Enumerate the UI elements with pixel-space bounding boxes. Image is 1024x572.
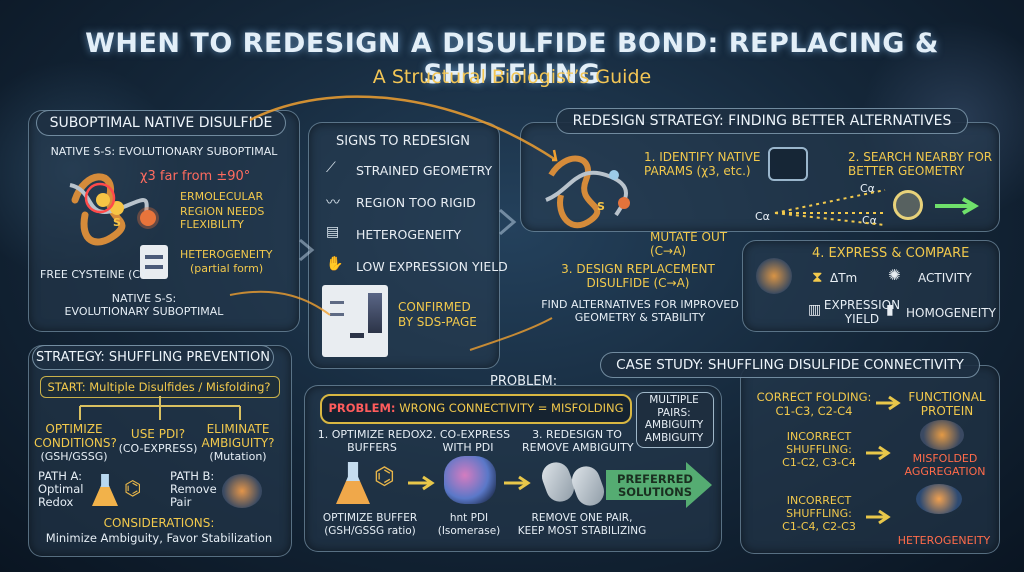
option-optimize-sub: (GSH/GSSG) bbox=[40, 450, 108, 463]
start-label: START: Multiple Disulfides / Misfolding? bbox=[47, 380, 271, 394]
problem-bottom-3: REMOVE ONE PAIR, KEEP MOST STABILIZING bbox=[517, 512, 647, 537]
protein-structure-icon bbox=[69, 173, 149, 246]
incorrect-shuffling-1: INCORRECT SHUFFLING: C1-C2, C3-C4 bbox=[782, 430, 856, 469]
yield-icon: ▥ bbox=[808, 302, 822, 318]
considerations-label: CONSIDERATIONS: bbox=[103, 516, 215, 530]
express-title: 4. EXPRESS & COMPARE bbox=[812, 246, 970, 261]
region-flex-label: REGION NEEDS FLEXIBILITY bbox=[180, 205, 265, 231]
sign-strained-geometry: STRAINED GEOMETRY bbox=[356, 163, 493, 178]
option-optimize: OPTIMIZE CONDITIONS? bbox=[34, 422, 117, 450]
native-disulfide-panel bbox=[28, 110, 300, 332]
rigid-region-icon: 〰 bbox=[326, 195, 340, 211]
preferred-arrow bbox=[606, 462, 712, 508]
protein-compare-icon bbox=[756, 258, 792, 294]
problem-step3: 3. REDESIGN TO REMOVE AMBIGUITY bbox=[522, 428, 634, 454]
hourglass-icon: ⧗ bbox=[812, 268, 823, 286]
mutate-out-label: MUTATE OUT (C→A) bbox=[650, 230, 728, 258]
native-panel-title: SUBOPTIMAL NATIVE DISULFIDE bbox=[36, 110, 286, 136]
ca-label-2: Cα bbox=[860, 182, 875, 195]
ca-label: Cα bbox=[755, 210, 770, 223]
sign-low-yield: LOW EXPRESSION YIELD bbox=[356, 259, 508, 274]
arrow-correct-icon bbox=[876, 395, 901, 411]
sds-page-gel bbox=[322, 285, 388, 357]
heterogeneity-result-label: HETEROGENEITY bbox=[897, 534, 991, 547]
option-eliminate: ELIMINATE AMBIGUITY? bbox=[201, 422, 275, 450]
page-subtitle: A Structural Biologist’s Guide bbox=[372, 66, 652, 88]
green-arrow-icon bbox=[935, 197, 979, 215]
step2-search: 2. SEARCH NEARBY FOR BETTER GEOMETRY bbox=[848, 150, 993, 178]
strategy-footer: FIND ALTERNATIVES FOR IMPROVED GEOMETRY … bbox=[541, 298, 739, 324]
confirmed-sds-label: CONFIRMED BY SDS-PAGE bbox=[398, 300, 477, 329]
chi3-label: χ3 far from ±90° bbox=[140, 169, 251, 184]
flexibility-icon bbox=[140, 210, 156, 226]
partial-form-label: (partial form) bbox=[190, 262, 264, 275]
path-a-label: PATH A: Optimal Redox bbox=[38, 469, 84, 509]
arrow-2-icon bbox=[504, 475, 531, 491]
problem-banner-text: PROBLEM: WRONG CONNECTIVITY = MISFOLDING bbox=[320, 401, 632, 415]
misfolded-protein-icon bbox=[920, 420, 964, 450]
molecule-icon: ⌬ bbox=[124, 476, 142, 500]
homogeneity-icon: ▮ bbox=[886, 302, 894, 318]
step1-identify: 1. IDENTIFY NATIVE PARAMS (χ3, etc.) bbox=[644, 150, 761, 178]
buffer-molecule-icon: ⌬ bbox=[374, 462, 395, 490]
homogeneity-label: HOMOGENEITY bbox=[906, 306, 996, 320]
problem-bottom-1: OPTIMIZE BUFFER (GSH/GSSG ratio) bbox=[322, 512, 418, 537]
search-zoom-icon bbox=[768, 147, 808, 181]
step3-design: 3. DESIGN REPLACEMENT DISULFIDE (C→A) bbox=[561, 262, 715, 290]
case-study-title: CASE STUDY: SHUFFLING DISULFIDE CONNECTI… bbox=[600, 352, 980, 378]
option-pdi-sub: (CO-EXPRESS) bbox=[118, 442, 198, 455]
heterogeneous-protein-icon bbox=[916, 484, 962, 514]
problem-bottom-2: hnt PDI (Isomerase) bbox=[437, 512, 501, 537]
native-subtitle: NATIVE S-S: EVOLUTIONARY SUBOPTIMAL bbox=[50, 145, 278, 158]
incorrect-shuffling-2: INCORRECT SHUFFLING: C1-C4, C2-C3 bbox=[782, 494, 856, 533]
path-b-label: PATH B: Remove Pair bbox=[170, 469, 217, 509]
native-footer: NATIVE S-S: EVOLUTIONARY SUBOPTIMAL bbox=[64, 292, 224, 318]
problem-banner bbox=[320, 394, 632, 424]
heterogeneity-icon: ▤ bbox=[326, 224, 340, 240]
considerations-sub: Minimize Ambiguity, Favor Stabilization bbox=[45, 531, 273, 545]
s-label: S bbox=[113, 216, 121, 229]
multiple-pairs-box bbox=[636, 392, 714, 448]
problem-header: PROBLEM: bbox=[490, 374, 558, 389]
activity-icon: ✺ bbox=[888, 266, 901, 284]
option-pdi: USE PDI? bbox=[130, 427, 186, 441]
sign-heterogeneity: HETEROGENEITY bbox=[356, 227, 462, 242]
problem-banner-desc: WRONG CONNECTIVITY = MISFOLDING bbox=[395, 401, 624, 415]
arrow-1-icon bbox=[408, 475, 435, 491]
activity-label: ACTIVITY bbox=[918, 271, 972, 285]
correct-folding-label: CORRECT FOLDING: C1-C3, C2-C4 bbox=[756, 390, 872, 418]
case-study-panel bbox=[740, 365, 1000, 554]
heterogeneity-label: HETEROGENEITY bbox=[180, 248, 273, 261]
protein-redesign-icon bbox=[545, 155, 630, 229]
s-label-strategy: S bbox=[597, 200, 605, 213]
signs-title: SIGNS TO REDESIGN bbox=[336, 134, 470, 149]
gel-thumbnail bbox=[140, 245, 168, 279]
option-eliminate-sub: (Mutation) bbox=[209, 450, 267, 463]
dotted-search-lines bbox=[774, 189, 886, 226]
page-title: WHEN TO REDESIGN A DISULFIDE BOND: REPLA… bbox=[85, 28, 939, 90]
sign-region-rigid: REGION TOO RIGID bbox=[356, 195, 476, 210]
problem-step1: 1. OPTIMIZE REDOX BUFFERS bbox=[317, 428, 427, 454]
pdi-protein-icon bbox=[444, 456, 496, 504]
yield-label: EXPRESSION YIELD bbox=[823, 298, 901, 326]
problem-step2: 2. CO-EXPRESS WITH PDI bbox=[425, 428, 511, 454]
magnifier-icon bbox=[893, 190, 923, 220]
protein-pair-icon bbox=[222, 474, 262, 508]
multiple-pairs-label: MULTIPLE PAIRS: AMBIGUITY AMBIGUITY bbox=[644, 394, 704, 444]
functional-protein-label: FUNCTIONAL PROTEIN bbox=[908, 390, 986, 418]
intermolecular-label: ERMOLECULAR bbox=[180, 190, 264, 203]
arrow-incorrect-1-icon bbox=[866, 445, 891, 461]
preferred-solutions-label: PREFERRED SOLUTIONS bbox=[617, 472, 693, 499]
strategy-title: REDESIGN STRATEGY: FINDING BETTER ALTERN… bbox=[556, 108, 968, 134]
low-yield-icon: ✋ bbox=[326, 256, 344, 272]
free-cysteine-label: FREE CYSTEINE (CY bbox=[40, 268, 147, 281]
tm-label: ΔTm bbox=[830, 271, 858, 285]
shuffling-title: STRATEGY: SHUFFLING PREVENTION bbox=[32, 345, 274, 370]
arrow-incorrect-2-icon bbox=[866, 509, 891, 525]
strained-geometry-icon: ⟋ bbox=[326, 160, 336, 176]
misfolded-label: MISFOLDED AGGREGATION bbox=[904, 452, 986, 478]
problem-banner-label: PROBLEM: bbox=[328, 401, 396, 415]
decision-tree-lines bbox=[79, 396, 241, 420]
